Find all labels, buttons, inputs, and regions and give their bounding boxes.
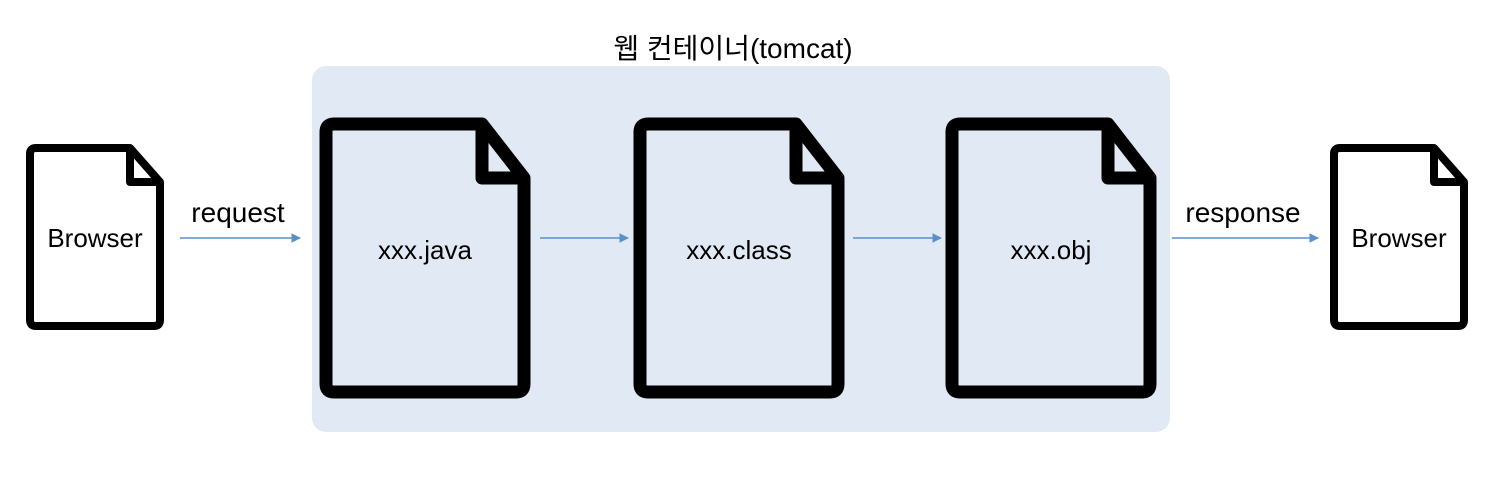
client-browser-label: Browser bbox=[47, 223, 143, 253]
response-label: response bbox=[1185, 197, 1300, 228]
stage-java: xxx.java bbox=[319, 117, 531, 399]
result-browser-label: Browser bbox=[1351, 223, 1447, 253]
document-fold-icon bbox=[126, 150, 158, 186]
stage-java-label: xxx.java bbox=[378, 235, 472, 265]
stage-obj: xxx.obj bbox=[945, 117, 1157, 399]
document-icon bbox=[633, 117, 845, 399]
request-label: request bbox=[191, 197, 285, 228]
document-icon bbox=[26, 144, 164, 330]
document-fold-icon bbox=[1101, 126, 1148, 185]
document-icon bbox=[945, 117, 1157, 399]
result-browser: Browser bbox=[1330, 144, 1468, 330]
stage-class-label: xxx.class bbox=[686, 235, 791, 265]
stage-obj-label: xxx.obj bbox=[1011, 235, 1092, 265]
document-icon bbox=[319, 117, 531, 399]
document-fold-icon bbox=[789, 126, 836, 185]
document-icon bbox=[1330, 144, 1468, 330]
document-fold-icon bbox=[475, 126, 522, 185]
request-arrow: request bbox=[180, 197, 301, 243]
client-browser: Browser bbox=[26, 144, 164, 330]
document-fold-icon bbox=[1430, 150, 1462, 186]
stage-class: xxx.class bbox=[633, 117, 845, 399]
web-container-title: 웹 컨테이너(tomcat) bbox=[613, 33, 852, 64]
response-arrow: response bbox=[1172, 197, 1319, 243]
